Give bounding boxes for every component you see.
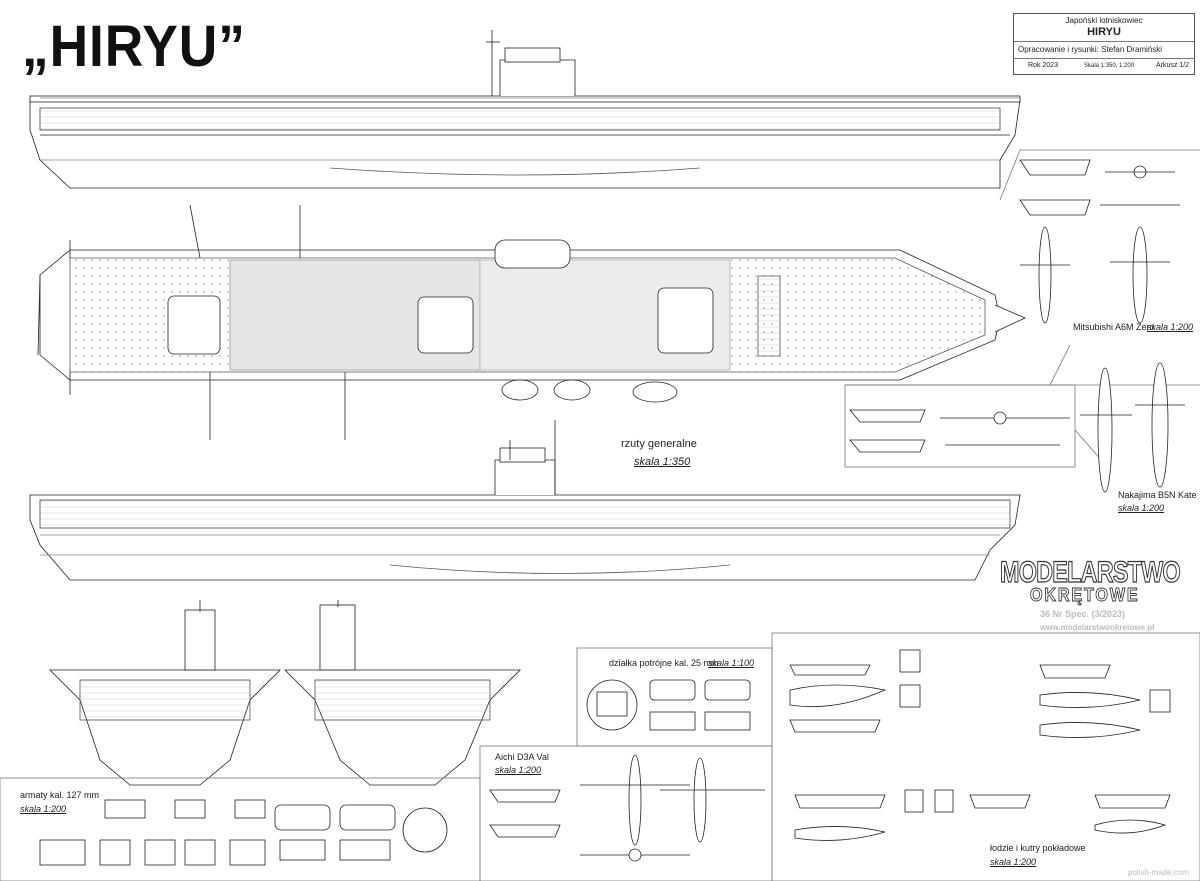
- title-block-author: Opracowanie i rysunki: Stefan Dramiński: [1018, 45, 1163, 54]
- section-views: [49, 600, 521, 786]
- side-view-top: [29, 30, 1021, 189]
- kate-drawings: [844, 344, 1200, 493]
- magazine-issue: 36 Nr Spec. (3/2023): [1040, 609, 1126, 619]
- boats-scale: skala 1:200: [990, 857, 1037, 867]
- plan-view: [37, 204, 1026, 440]
- title-block-year: Rok 2023: [1028, 62, 1058, 69]
- title-block: Japoński lotniskowiec HIRYU Opracowanie …: [1013, 13, 1195, 75]
- zero-drawings: [999, 149, 1200, 324]
- side-view-bottom: [29, 420, 1021, 581]
- divider: [1014, 41, 1194, 42]
- val-label: Aichi D3A Val: [495, 752, 549, 762]
- drawing-title: „HIRYU”: [22, 14, 246, 79]
- title-block-ship: HIRYU: [1087, 26, 1121, 38]
- title-block-sheet: Arkusz 1/2: [1156, 62, 1190, 69]
- guns127-label: armaty kal. 127 mm: [20, 790, 100, 800]
- zero-scale: skala 1:200: [1147, 322, 1194, 332]
- aa-guns-scale: skala 1:100: [708, 658, 755, 668]
- aa-gun-drawings: [586, 679, 751, 731]
- gun-127-drawings: [39, 799, 448, 866]
- guns127-scale: skala 1:200: [20, 804, 67, 814]
- magazine-logo-line1: MODELARSTWO: [1000, 555, 1182, 589]
- kate-scale: skala 1:200: [1118, 503, 1165, 513]
- general-views-scale: skala 1:350: [634, 456, 691, 468]
- kate-label: Nakajima B5N Kate: [1118, 490, 1197, 500]
- title-block-scales: Skala 1:350, 1:200: [1084, 63, 1135, 69]
- magazine-url: www.modelarstwookretowe.pl: [1040, 623, 1155, 632]
- val-scale: skala 1:200: [495, 765, 542, 775]
- general-views-label: rzuty generalne: [621, 438, 697, 450]
- watermark: polish-made.com: [1128, 868, 1189, 877]
- val-drawings: [489, 754, 765, 862]
- divider: [1014, 58, 1194, 59]
- magazine-logo-line2: OKRĘTOWE: [1030, 585, 1140, 606]
- title-block-subtitle: Japoński lotniskowiec: [1065, 16, 1143, 25]
- aa-guns-label: działka potrójne kal. 25 mm: [609, 658, 719, 668]
- zero-label: Mitsubishi A6M Zero: [1073, 322, 1155, 332]
- boats-label: łodzie i kutry pokładowe: [990, 843, 1086, 853]
- boat-drawings: [789, 649, 1171, 841]
